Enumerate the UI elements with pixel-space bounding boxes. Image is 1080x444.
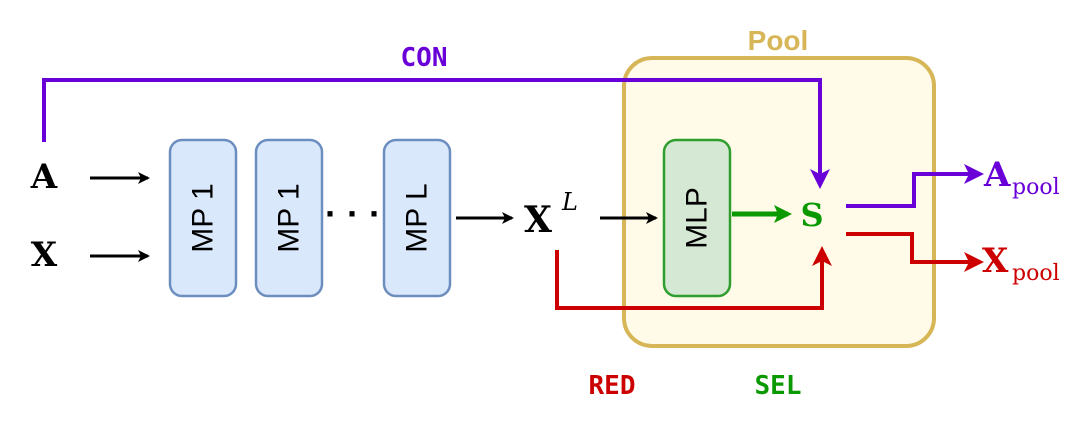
- con-edge: [42, 78, 830, 189]
- x-pool-sub: pool: [1012, 261, 1060, 286]
- sel-label: SEL: [755, 371, 802, 401]
- pool-title: Pool: [748, 25, 809, 56]
- output-a-pool: A pool: [983, 155, 1060, 200]
- con-label: CON: [401, 43, 448, 73]
- input-a-label: A: [30, 157, 58, 197]
- a-pool-base: A: [983, 155, 1011, 195]
- x-pool-edge: [846, 232, 984, 272]
- mlp-block: MLP: [662, 138, 732, 298]
- xl-base: X: [524, 199, 552, 241]
- mp-block-1-label: MP 1: [187, 183, 220, 252]
- x-pool-base: X: [982, 241, 1009, 281]
- mlp-label: MLP: [681, 187, 714, 249]
- red-label: RED: [589, 371, 636, 401]
- mp-ellipsis: · · ·: [325, 193, 381, 234]
- mp-block-L: MP L: [382, 138, 452, 298]
- mp-block-2: MP 1: [254, 138, 324, 298]
- mp-block-2-label: MP 1: [273, 183, 306, 252]
- output-x-pool: X pool: [982, 241, 1060, 286]
- a-pool-sub: pool: [1012, 175, 1060, 200]
- mp-block-1: MP 1: [168, 138, 238, 298]
- input-x-label: X: [31, 235, 58, 275]
- node-features-xl: X L: [524, 188, 578, 241]
- mp-block-L-label: MP L: [401, 183, 434, 252]
- red-edge: [555, 246, 832, 310]
- xl-sup: L: [561, 188, 578, 216]
- a-pool-edge: [846, 164, 984, 208]
- s-label: S: [800, 196, 823, 234]
